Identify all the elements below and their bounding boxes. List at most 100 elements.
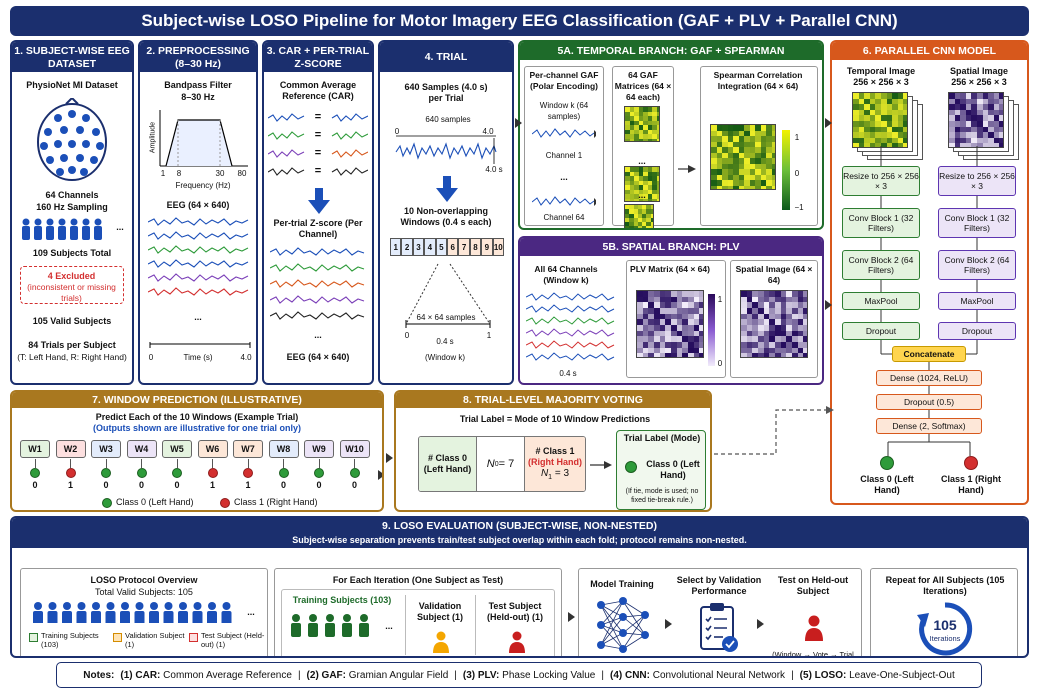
equals-sign: = — [314, 165, 322, 177]
n0-symbol: N — [486, 458, 495, 470]
sampling-rate: 160 Hz Sampling — [36, 202, 108, 212]
temporal-image-size: 256 × 256 × 3 — [853, 77, 909, 87]
cb-top: 1 — [794, 133, 800, 142]
class1-cell: # Class 1 (Right Hand) N1 = 3 — [525, 437, 585, 491]
spatial-title: Spatial Image (64 × 64) — [735, 264, 813, 285]
legend-class0-dot — [102, 498, 112, 508]
panel-header: 5B. SPATIAL BRANCH: PLV — [520, 238, 822, 256]
plv-cb-top: 1 — [717, 295, 723, 304]
training-ellipsis: ... — [385, 621, 393, 631]
n1-value: = 3 — [552, 467, 570, 479]
spearman-title: Spearman Correlation Integration (64 × 6… — [713, 70, 803, 91]
segment-cell: 9 — [481, 238, 493, 256]
plv-title: PLV Matrix (64 × 64) — [630, 264, 710, 274]
note-2-value: Gramian Angular Field — [348, 669, 449, 681]
class0-cell: # Class 0 (Left Hand) — [419, 437, 477, 491]
legend-test: Test Subject (Held-out) (1) — [201, 631, 265, 649]
segment-cell: 2 — [401, 238, 413, 256]
panel-header: 6. PARALLEL CNN MODEL — [832, 42, 1027, 60]
resize-temporal: Resize to 256 × 256 × 3 — [842, 166, 920, 196]
repeat-iterations: Iterations — [929, 634, 961, 643]
test-subject: Test Subject (Held-out) (1) — [487, 601, 543, 622]
class1-label: Class 1 (Right Hand) — [940, 474, 1001, 495]
eeg-shape: EEG (64 × 640) — [166, 200, 230, 210]
panel-header: 5A. TEMPORAL BRANCH: GAF + SPEARMAN — [520, 42, 822, 60]
conv1-spatial: Conv Block 1 (32 Filters) — [938, 208, 1016, 238]
notes-bar: Notes: (1) CAR: Common Average Reference… — [56, 662, 982, 688]
panel-header: 8. TRIAL-LEVEL MAJORITY VOTING — [396, 392, 710, 408]
segment-cell: 7 — [458, 238, 470, 256]
panel-car-zscore: 3. CAR + PER-TRIAL Z-SCORE Common Averag… — [262, 40, 374, 385]
spatial-image-size: 256 × 256 × 3 — [951, 77, 1007, 87]
down-arrow-icon — [436, 176, 458, 202]
panel-segmentation: 4. TRIAL SEGMENTATION 640 Samples (4.0 s… — [378, 40, 514, 385]
training-subjects: Training Subjects (103) — [292, 595, 392, 605]
window-cell: W8 — [268, 440, 299, 458]
class0-hand: (Left Hand) — [423, 464, 472, 474]
neural-network-icon — [597, 597, 649, 653]
result-dot — [625, 461, 637, 473]
car-waves — [268, 113, 368, 176]
n1-sub: 1 — [548, 473, 553, 481]
right-arrow-icon — [678, 165, 696, 173]
prediction-value: 0 — [316, 480, 322, 490]
gaf-matrices-title: 64 GAF Matrices (64 × 64 each) — [614, 70, 672, 102]
note-1: (1) CAR: Common Average Reference — [120, 670, 292, 681]
concatenate: Concatenate — [892, 346, 966, 362]
amplitude-label: Amplitude — [149, 121, 157, 154]
class1-hand: (Right Hand) — [528, 456, 582, 467]
waves-ellipsis: ... — [194, 312, 202, 322]
channels-count: 64 Channels — [45, 190, 99, 200]
seg-start: 0 — [394, 127, 400, 136]
legend-class1-dot — [220, 498, 230, 508]
right-arrow-icon — [757, 619, 764, 629]
panel-spatial-branch: 5B. SPATIAL BRANCH: PLV All 64 Channels … — [518, 236, 824, 385]
note-sep: | — [601, 669, 604, 681]
dropout-temporal: Dropout — [842, 322, 920, 340]
car-title: Common Average Reference (CAR) — [279, 80, 357, 101]
prediction-dot — [65, 468, 76, 478]
plv-box — [626, 260, 726, 378]
eeg-shape: EEG (64 × 640) — [286, 352, 350, 362]
dense-1024: Dense (1024, ReLU) — [876, 370, 982, 386]
windows-title: 10 Non-overlapping Windows (0.4 s each) — [400, 206, 492, 227]
panel-header: 7. WINDOW PREDICTION (ILLUSTRATIVE) — [12, 392, 382, 408]
prediction-dot — [314, 468, 324, 478]
spearman-box — [700, 66, 818, 226]
subjects-ellipsis: ... — [116, 222, 124, 232]
legend-test-swatch — [189, 633, 198, 642]
note-3: (3) PLV: Phase Locking Value — [463, 670, 595, 681]
training-flow-box: Model Training Select by Validation Perf… — [578, 568, 862, 656]
training-people-icon — [291, 614, 369, 637]
n1-wrap: N1 = 3 — [541, 468, 569, 483]
page-title: Subject-wise LOSO Pipeline for Motor Ima… — [10, 6, 1029, 36]
note-5-key: (5) LOSO: — [799, 669, 847, 681]
prediction-dot — [30, 468, 40, 478]
conv2-temporal: Conv Block 2 (64 Filters) — [842, 250, 920, 280]
note-sep: | — [297, 669, 301, 681]
cb-mid: 0 — [794, 169, 800, 178]
right-arrow-icon — [825, 118, 832, 128]
eeg-waveforms — [148, 217, 249, 296]
segment-cell: 3 — [412, 238, 425, 256]
cycle-icon — [917, 602, 973, 656]
trials-per-subject: 84 Trials per Subject — [28, 340, 116, 350]
inner-divider — [405, 595, 406, 655]
maxpool-temporal: MaxPool — [842, 292, 920, 310]
right-arrow-icon — [665, 619, 672, 629]
dataset-name: PhysioNet MI Dataset — [26, 80, 118, 90]
panel-header: 3. CAR + PER-TRIAL Z-SCORE — [264, 42, 372, 72]
panel-preprocessing: 2. PREPROCESSING (8–30 Hz) Bandpass Filt… — [138, 40, 258, 385]
dropout-05: Dropout (0.5) — [876, 394, 982, 410]
samples-title: 640 Samples (4.0 s) per Trial — [404, 82, 488, 103]
segment-cell: 10 — [492, 238, 504, 256]
prediction-value: 0 — [32, 480, 38, 490]
overview-box: LOSO Protocol Overview Total Valid Subje… — [20, 568, 268, 656]
prediction-value: 0 — [174, 480, 180, 490]
class0-count-label: # Class 0 — [427, 453, 468, 463]
down-arrow-icon — [308, 188, 330, 214]
equals-sign: = — [314, 129, 322, 141]
gaf-dots: ... — [638, 156, 646, 166]
valid-subjects: 105 Valid Subjects — [32, 316, 112, 326]
note-sep: | — [791, 669, 794, 681]
